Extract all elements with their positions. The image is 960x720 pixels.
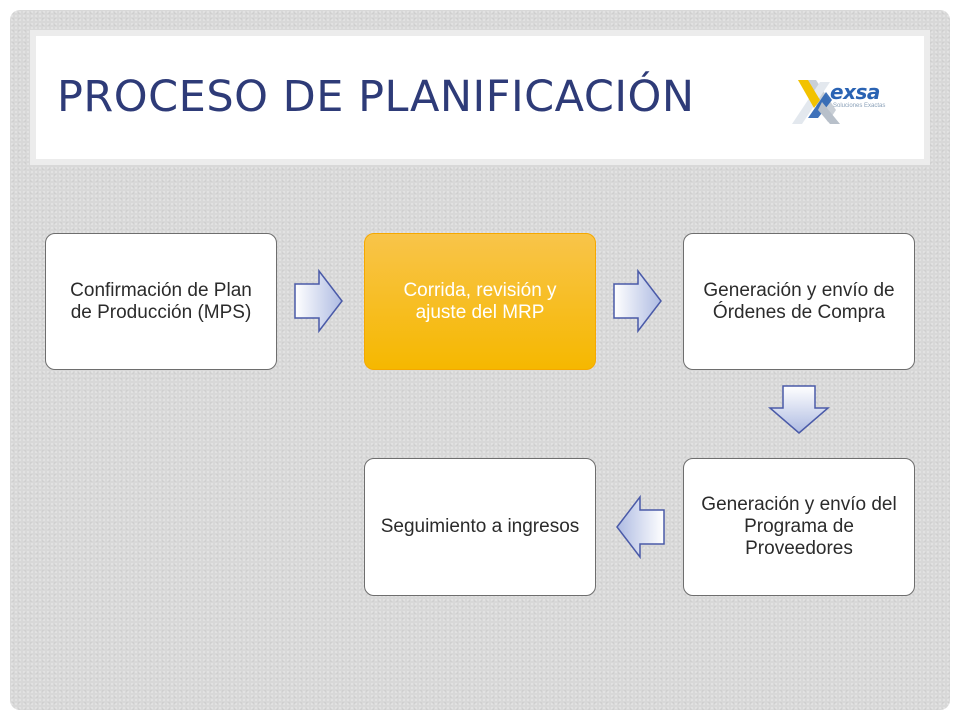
step-supplier-program: Generación y envío del Programa de Prove…	[683, 458, 915, 596]
step-purchase-orders: Generación y envío de Órdenes de Compra	[683, 233, 915, 370]
step-mrp-run: Corrida, revisión y ajuste del MRP	[364, 233, 596, 370]
arrow-left-icon	[616, 494, 665, 560]
logo-tagline: Soluciones Exactas	[833, 103, 886, 109]
slide-title: PROCESO DE PLANIFICACIÓN	[57, 72, 695, 122]
exsa-logo-icon	[792, 80, 840, 124]
header-band	[30, 30, 930, 165]
step-confirm-mps: Confirmación de Plan de Producción (MPS)	[45, 233, 277, 370]
arrow-right-2-icon	[613, 268, 662, 334]
arrow-down-icon	[767, 385, 831, 434]
logo-wordmark: exsa	[830, 80, 880, 104]
arrow-right-1-icon	[294, 268, 343, 334]
step-track-receipts: Seguimiento a ingresos	[364, 458, 596, 596]
